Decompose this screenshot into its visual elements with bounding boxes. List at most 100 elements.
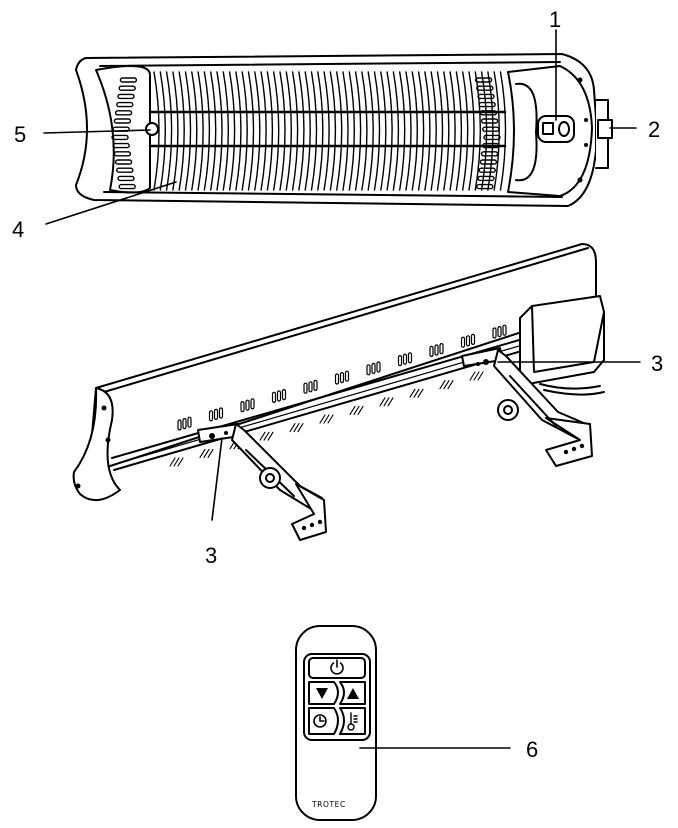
- grille-wire: [367, 71, 374, 191]
- leader-5: [43, 129, 151, 134]
- on-off-switch[interactable]: [542, 122, 554, 135]
- vent-group: [469, 371, 484, 381]
- vent-group: [366, 361, 381, 376]
- grille-wire: [342, 71, 349, 191]
- grille-wire: [430, 71, 437, 191]
- vent-slot: [111, 134, 129, 141]
- grille-wire: [153, 71, 160, 191]
- vent-group: [334, 370, 350, 385]
- grille-wire: [203, 71, 211, 191]
- vent-group: [460, 333, 476, 348]
- grille-wire: [493, 71, 500, 191]
- vent-group: [199, 448, 214, 458]
- grille-wire: [480, 71, 488, 191]
- vent-slot: [113, 151, 132, 157]
- heating-grille: [153, 71, 507, 191]
- vent-slot: [118, 183, 136, 190]
- thermometer-icon: [347, 712, 358, 731]
- grille-wire: [424, 71, 431, 191]
- grille-wire: [443, 71, 450, 191]
- vent-group: [397, 352, 413, 367]
- vent-group: [169, 457, 184, 467]
- rear-left-end: [72, 387, 121, 501]
- power-icon: [330, 659, 344, 675]
- callout-3-right: 3: [651, 351, 663, 376]
- vent-slot: [476, 183, 494, 190]
- vent-group: [439, 380, 454, 390]
- grille-wire: [336, 71, 343, 191]
- vent-group: [271, 389, 287, 403]
- grille-wire: [411, 71, 418, 191]
- heater-right-inner-curve: [515, 82, 538, 182]
- vent-slot: [119, 77, 138, 83]
- vent-group: [409, 388, 424, 398]
- rear-top-edge: [103, 247, 589, 393]
- vent-slot: [117, 175, 135, 182]
- rear-channel-lower: [113, 347, 533, 471]
- vent-slot: [116, 167, 134, 173]
- vent-slot: [114, 110, 133, 116]
- grille-wire: [228, 71, 236, 191]
- grille-wire: [184, 71, 192, 191]
- gear-wheel-left: [259, 467, 281, 489]
- grille-wire: [386, 71, 393, 191]
- grille-wire: [449, 71, 456, 191]
- vent-slot: [480, 151, 499, 157]
- vent-slot: [477, 175, 495, 182]
- temperature-button[interactable]: [339, 707, 366, 735]
- heater-top-rail: [99, 61, 561, 67]
- gear-wheel-right: [497, 399, 519, 421]
- vent-group: [429, 343, 444, 357]
- vent-group: [379, 397, 394, 407]
- grille-wire: [487, 71, 494, 191]
- vent-slot: [118, 85, 136, 91]
- heater-rear-view: [72, 243, 605, 541]
- grille-wire: [499, 71, 507, 191]
- grille-wire: [266, 71, 274, 191]
- mounting-bracket-right: [461, 347, 593, 467]
- grille-wire: [222, 71, 229, 191]
- heater-left-vents: [111, 77, 138, 190]
- grille-wire: [260, 71, 267, 191]
- junction-box: [519, 295, 605, 396]
- grille-wire: [354, 71, 362, 191]
- grille-wire: [399, 71, 406, 191]
- callout-5: 5: [14, 122, 26, 147]
- triangle-up-icon: [347, 688, 359, 699]
- grille-wire: [474, 71, 481, 191]
- grille-wire: [254, 71, 261, 191]
- grille-wire: [462, 71, 469, 191]
- leader-4: [45, 181, 177, 225]
- grille-wire: [210, 71, 217, 191]
- rear-upper-vents: [177, 324, 507, 431]
- grille-wire: [380, 71, 387, 191]
- vent-slot: [113, 118, 132, 124]
- triangle-down-icon: [316, 688, 328, 699]
- callout-1: 1: [549, 7, 561, 32]
- bracket-clamp: [597, 119, 613, 139]
- grille-wire: [361, 71, 368, 191]
- vent-slot: [117, 93, 135, 100]
- grille-wire: [165, 71, 173, 191]
- vent-group: [303, 379, 318, 394]
- vent-group: [177, 416, 192, 431]
- power-button[interactable]: [308, 657, 366, 679]
- callout-labels: 1 2 3 3 4 5 6: [12, 7, 663, 762]
- grille-wire: [191, 71, 198, 191]
- vent-group: [289, 423, 304, 433]
- grille-wire: [329, 71, 337, 191]
- vent-slot: [483, 134, 501, 141]
- grille-wire: [304, 71, 311, 191]
- callout-3-left: 3: [205, 543, 217, 568]
- vent-slot: [480, 118, 499, 124]
- vent-group: [492, 324, 507, 339]
- grille-wire: [273, 71, 280, 191]
- grille-wire: [373, 71, 381, 191]
- power-cable: [539, 383, 605, 396]
- grille-wire: [235, 71, 242, 191]
- grille-wire: [436, 71, 444, 191]
- leader-3-left: [211, 437, 223, 521]
- grille-wire: [291, 71, 299, 191]
- grille-wire: [417, 71, 425, 191]
- grille-wire: [323, 71, 330, 191]
